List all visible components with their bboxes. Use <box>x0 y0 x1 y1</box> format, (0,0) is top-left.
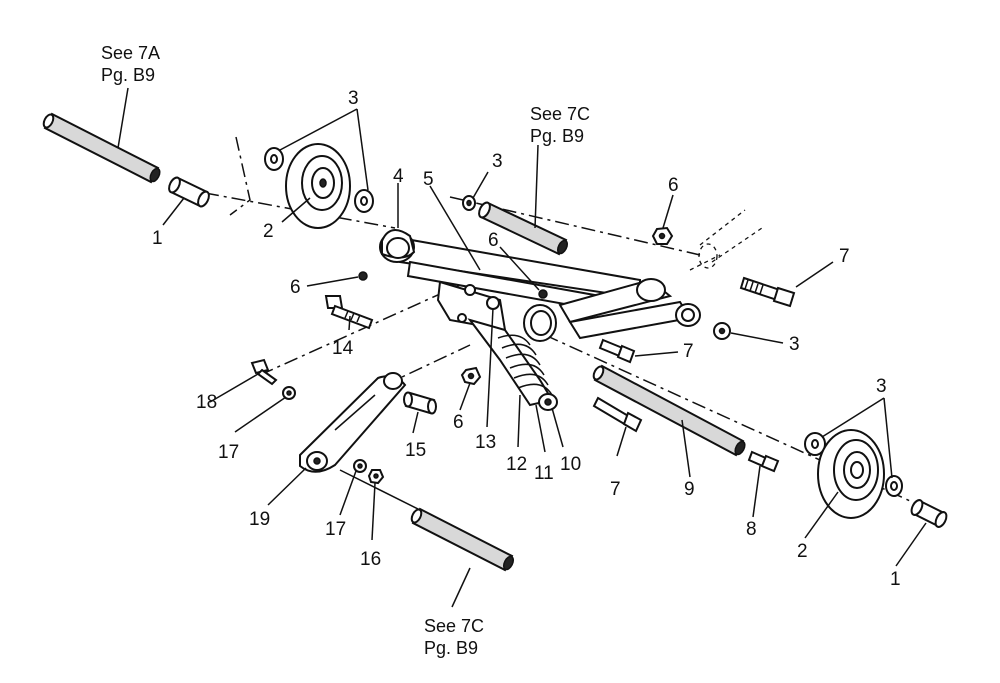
bolt-part-14 <box>324 295 374 330</box>
callout-4: 4 <box>393 166 404 187</box>
spacer-part-1-right <box>910 499 948 528</box>
callout-19: 19 <box>249 509 270 530</box>
callout-3-top: 3 <box>348 88 359 109</box>
washer-part-17-b-hole <box>357 463 363 469</box>
phantom-bracket <box>689 209 763 271</box>
callout-numbers: 3 1 2 3 4 5 6 6 6 7 3 7 14 3 18 17 15 6 … <box>152 88 901 590</box>
callout-3-right: 3 <box>789 334 800 355</box>
callout-7-middle: 7 <box>683 341 694 362</box>
washer-part-3-e-hole <box>811 439 819 449</box>
callout-5: 5 <box>423 169 434 190</box>
callout-6-left: 6 <box>290 277 301 298</box>
ref-7c-top-line2: Pg. B9 <box>530 126 584 146</box>
washer-part-3-f-hole <box>890 481 898 491</box>
bolt-part-7-lower <box>592 396 643 433</box>
callout-11: 11 <box>534 463 554 484</box>
callout-15: 15 <box>405 440 426 461</box>
reference-see-7c-top: See 7C Pg. B9 <box>530 104 590 146</box>
nut-part-6-top-right <box>651 226 674 245</box>
callout-12: 12 <box>506 454 527 475</box>
callout-2-left: 2 <box>263 221 274 242</box>
callout-10: 10 <box>560 454 581 475</box>
ref-7a-line1: See 7A <box>101 43 160 63</box>
ref-7a-line2: Pg. B9 <box>101 65 155 85</box>
bolt-part-18 <box>250 358 278 386</box>
ref-7c-top-line1: See 7C <box>530 104 590 124</box>
nut-part-6-lower <box>460 366 482 386</box>
callout-7-top-right: 7 <box>839 246 850 267</box>
callout-6-lower: 6 <box>453 412 464 433</box>
wheel-part-2-right <box>817 429 885 519</box>
nut-part-6-center <box>538 289 548 299</box>
shaft-top-left <box>42 112 161 184</box>
bolt-part-7-middle <box>598 338 636 364</box>
callout-7-lower: 7 <box>610 479 621 500</box>
shock-absorber <box>467 318 558 411</box>
callout-16: 16 <box>360 549 381 570</box>
leader-lines <box>117 87 927 608</box>
bolt-part-8 <box>747 450 780 473</box>
washer-part-3-a-hole <box>270 154 278 164</box>
callout-6-top-right: 6 <box>668 175 679 196</box>
spacer-part-15 <box>403 391 437 415</box>
wheel-part-2-left <box>285 143 351 229</box>
callout-3-lower-right: 3 <box>876 376 887 397</box>
washer-part-17-a-hole <box>286 390 292 396</box>
ref-7c-bottom-line1: See 7C <box>424 616 484 636</box>
callout-1-left: 1 <box>152 228 163 249</box>
bolt-part-7-top-right <box>739 276 796 308</box>
callout-13: 13 <box>475 432 496 453</box>
washer-part-3-c-hole <box>466 199 472 207</box>
reference-see-7a: See 7A Pg. B9 <box>101 43 160 85</box>
callout-1-right: 1 <box>890 569 901 590</box>
ref-7c-bottom-line2: Pg. B9 <box>424 638 478 658</box>
callout-8: 8 <box>746 519 757 540</box>
callout-17-left: 17 <box>218 442 239 463</box>
callout-2-right: 2 <box>797 541 808 562</box>
swing-arm-frame <box>379 229 701 342</box>
link-part-19 <box>299 372 407 473</box>
spacer-part-1-left <box>168 176 210 208</box>
callout-3-center: 3 <box>492 151 503 172</box>
shaft-part-9 <box>592 364 746 457</box>
reference-see-7c-bottom: See 7C Pg. B9 <box>424 616 484 658</box>
washer-part-3-b-hole <box>360 196 368 206</box>
nut-part-16 <box>367 469 385 485</box>
nut-part-6-left <box>358 271 368 281</box>
callout-14: 14 <box>332 338 354 359</box>
shaft-top-center <box>478 201 569 256</box>
callout-9: 9 <box>684 479 695 500</box>
washer-part-3-d-hole <box>718 327 726 335</box>
callout-18: 18 <box>196 392 217 413</box>
callout-6-center: 6 <box>488 230 499 251</box>
shaft-bottom <box>410 507 515 572</box>
callout-17-bottom: 17 <box>325 519 346 540</box>
